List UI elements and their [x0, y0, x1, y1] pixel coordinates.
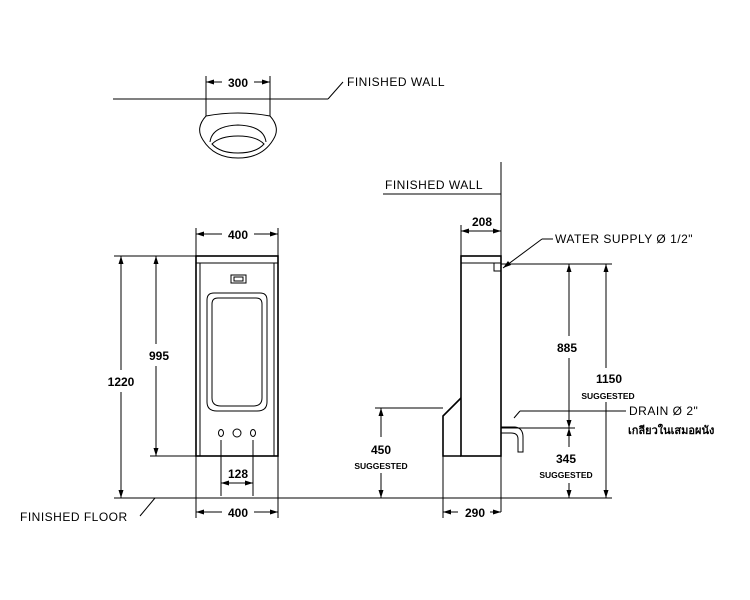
supply-height-dim: 885 — [557, 341, 577, 355]
floor: FINISHED FLOOR — [20, 497, 610, 524]
top-bowl-outline — [199, 99, 277, 159]
top-bowl-rim — [205, 112, 271, 117]
supply-total-suggested: SUGGESTED — [581, 391, 634, 401]
rim-height-dim: 450 — [371, 443, 391, 457]
front-body — [195, 255, 279, 457]
drain-height-dim: 345 — [556, 452, 576, 466]
top-bowl-inner — [211, 135, 265, 154]
right-button-icon — [250, 429, 256, 437]
side-bowl-lip — [442, 397, 462, 457]
rim-height-suggested: SUGGESTED — [354, 461, 407, 471]
finished-wall-side-label: FINISHED WALL — [385, 178, 483, 192]
drain-label: DRAIN Ø 2" — [629, 404, 698, 418]
drain-trap — [501, 426, 524, 453]
top-bowl-inner-top — [209, 124, 267, 143]
left-button-icon — [218, 429, 224, 437]
front-view: 400 995 1220 128 400 — [108, 228, 279, 520]
front-bowl-outer — [206, 292, 268, 412]
front-height-dim: 995 — [149, 349, 169, 363]
button-spacing-dim: 128 — [228, 467, 248, 481]
top-view: FINISHED WALL 300 — [113, 75, 445, 159]
top-width-dim: 300 — [228, 76, 248, 90]
drain-height-suggested: SUGGESTED — [539, 470, 592, 480]
front-top-width-dim: 400 — [228, 228, 248, 242]
sensor-window — [230, 274, 247, 284]
side-body — [460, 255, 502, 457]
top-wall-leader — [327, 81, 344, 100]
drain-leader — [513, 410, 521, 419]
finished-floor-label: FINISHED FLOOR — [20, 510, 128, 524]
water-supply-label: WATER SUPPLY Ø 1/2" — [555, 232, 693, 246]
drain-thai-note: เกลียวในเสมอผนัง — [628, 423, 714, 437]
side-depth-dim: 208 — [472, 215, 492, 229]
supply-total-dim: 1150 — [596, 372, 622, 386]
center-button-icon — [232, 428, 242, 438]
overall-height-dim: 1220 — [108, 375, 135, 389]
side-base-depth-dim: 290 — [465, 506, 485, 520]
floor-leader — [139, 497, 156, 517]
side-view: FINISHED WALL 208 290 450 SUGGESTED — [354, 162, 714, 520]
finished-wall-top-label: FINISHED WALL — [347, 75, 445, 89]
sensor-inner — [233, 276, 244, 282]
front-bowl-inner — [211, 297, 263, 407]
front-bottom-width-dim: 400 — [228, 506, 248, 520]
supply-fitting — [493, 262, 502, 272]
